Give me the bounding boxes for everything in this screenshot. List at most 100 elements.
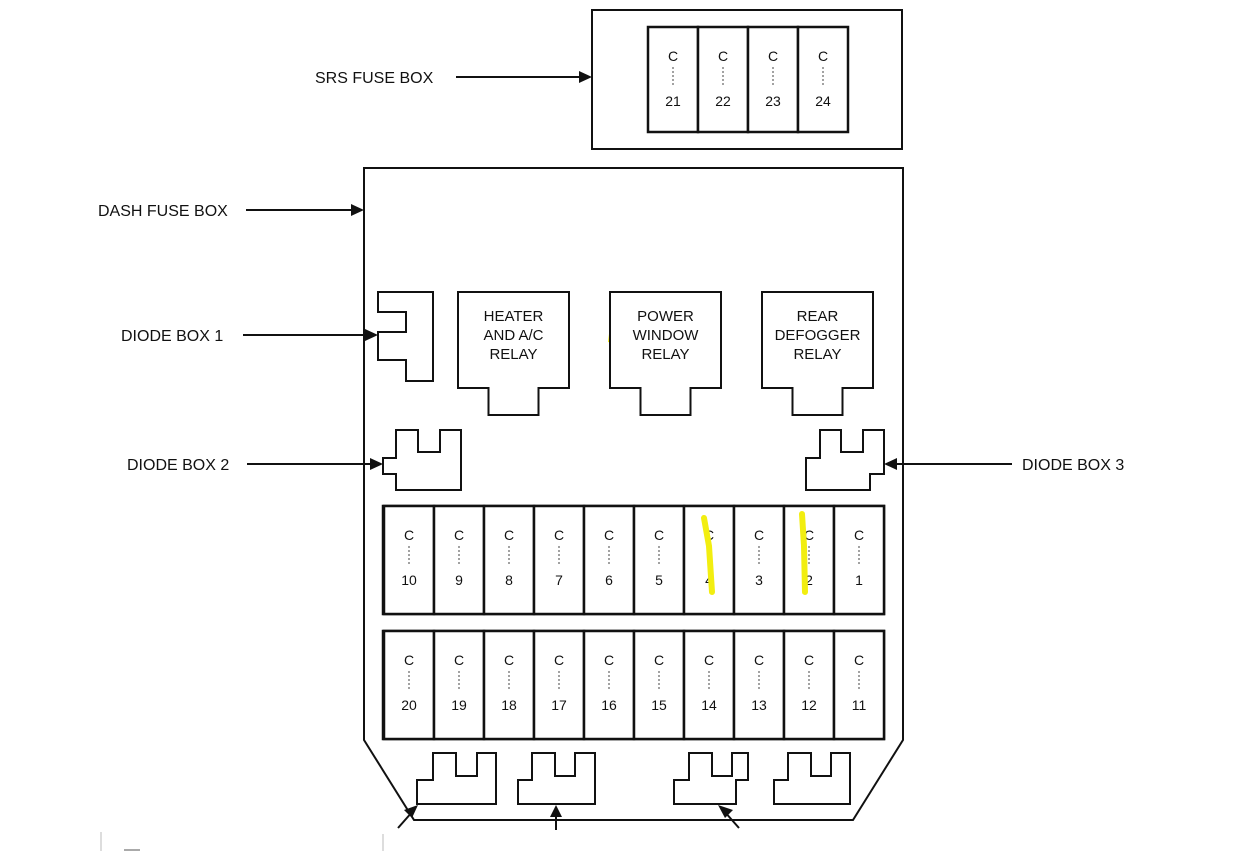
diode-box-2 [382, 429, 462, 491]
fuse-c11[interactable]: C 11 [832, 629, 886, 741]
diode-box-3-label: DIODE BOX 3 [1022, 457, 1124, 474]
fuse-number-label: 8 [505, 572, 513, 588]
bottom-connector-2 [517, 752, 596, 805]
dash-fuse-box-label: DASH FUSE BOX [98, 203, 228, 220]
srs-fuse-box-arrowhead [579, 71, 592, 83]
fuse-c23[interactable]: C 23 [746, 25, 800, 134]
relay-heater-label-line: AND A/C [483, 327, 543, 344]
bottom-leader-arrowhead-right [718, 805, 733, 818]
fuse-prefix-label: C [654, 652, 664, 668]
fuse-number-label: 6 [605, 572, 613, 588]
bottom-connector-4 [773, 752, 851, 805]
fuse-prefix-label: C [504, 652, 514, 668]
fuse-prefix-label: C [454, 527, 464, 543]
fuse-c1[interactable]: C1 [832, 504, 886, 616]
fuse-prefix-label: C [704, 652, 714, 668]
fuse-prefix-label: C [854, 652, 864, 668]
fuse-prefix-label: C [554, 527, 564, 543]
diode-box-3-arrowhead [884, 458, 897, 470]
fuse-c8[interactable]: C8 [482, 504, 536, 616]
fuse-c13[interactable]: C 13 [732, 629, 786, 741]
fuse-c20[interactable]: C 20 [382, 629, 436, 741]
fuse-c24[interactable]: C 24 [796, 25, 850, 134]
relay-power-window-label-line: RELAY [641, 346, 689, 363]
bottom-connector-3 [673, 752, 749, 805]
fuse-number-label: 22 [715, 93, 731, 109]
fuse-number-label: 7 [555, 572, 563, 588]
relay-heater [457, 291, 570, 416]
bottom-leader-arrowhead-middle [550, 805, 562, 817]
fuse-c2[interactable]: C2 [782, 504, 836, 616]
fuse-c5[interactable]: C5 [632, 504, 686, 616]
fuse-prefix-label: C [754, 652, 764, 668]
fuse-c12[interactable]: C12 [782, 629, 836, 741]
fuse-prefix-label: C [404, 652, 414, 668]
fuse-c18[interactable]: C 18 [482, 629, 536, 741]
fuse-number-label: 20 [401, 697, 417, 713]
fuse-4-highlight-mark [701, 515, 715, 595]
fuse-2-highlight-mark [799, 511, 808, 595]
bottom-leader-arrowhead-left [404, 805, 418, 818]
fuse-prefix-label: C [804, 527, 814, 543]
relay-power-window-label-line: POWER [637, 308, 694, 325]
fuse-number-label: 15 [651, 697, 667, 713]
relay-rear-defogger [761, 291, 874, 416]
fuse-number-label: 2 [805, 572, 813, 588]
fuse-number-label: 13 [751, 697, 767, 713]
fuse-number-label: 14 [701, 697, 717, 713]
fuse-c16[interactable]: C 16 [582, 629, 636, 741]
relay-power-window-label-line: WINDOW [633, 327, 700, 344]
fuse-c10[interactable]: C 10 [382, 504, 436, 616]
fuse-c3[interactable]: C3 [732, 504, 786, 616]
dash-fuse-box-arrowhead [351, 204, 364, 216]
fuse-number-label: 1 [855, 572, 863, 588]
fuse-prefix-label: C [768, 48, 778, 64]
fuse-number-label: 11 [852, 697, 867, 713]
relay-rear-defogger-label-line: REAR [797, 308, 839, 325]
fuse-number-label: 9 [455, 572, 463, 588]
srs-fuse-box-label: SRS FUSE BOX [315, 70, 434, 87]
fuse-c6[interactable]: C6 [582, 504, 636, 616]
diode-box-3 [805, 429, 885, 491]
fuse-prefix-label: C [604, 527, 614, 543]
diode-box-1-label: DIODE BOX 1 [121, 328, 223, 345]
fuse-number-label: 10 [401, 572, 417, 588]
fuse-prefix-label: C [718, 48, 728, 64]
fuse-c15[interactable]: C 15 [632, 629, 686, 741]
fuse-number-label: 18 [501, 697, 517, 713]
fuse-prefix-label: C [554, 652, 564, 668]
diode-box-1 [377, 291, 434, 382]
fuse-number-label: 24 [815, 93, 831, 109]
relay-power-window [609, 291, 722, 416]
fuse-prefix-label: C [654, 527, 664, 543]
fuse-prefix-label: C [454, 652, 464, 668]
fuse-prefix-label: C [818, 48, 828, 64]
fuse-c9[interactable]: C9 [432, 504, 486, 616]
fuse-c7[interactable]: C7 [532, 504, 586, 616]
fuse-number-label: 21 [665, 93, 681, 109]
fuse-number-label: 5 [655, 572, 663, 588]
fuse-prefix-label: C [604, 652, 614, 668]
relay-heater-label-line: HEATER [484, 308, 544, 325]
diode-box-1-arrowhead [365, 329, 378, 341]
fuse-c17[interactable]: C 17 [532, 629, 586, 741]
fuse-number-label: 23 [765, 93, 781, 109]
fuse-c22[interactable]: C 22 [696, 25, 750, 134]
fuse-number-label: 17 [551, 697, 567, 713]
fuse-prefix-label: C [404, 527, 414, 543]
fuse-c14[interactable]: C 14 [682, 629, 736, 741]
fuse-number-label: 19 [451, 697, 467, 713]
fuse-prefix-label: C [504, 527, 514, 543]
srs-fuse-row: C21 C 22 C 23 C 24 [646, 25, 850, 134]
fuse-c19[interactable]: C 19 [432, 629, 486, 741]
relay-rear-defogger-label-line: RELAY [793, 346, 841, 363]
fuse-prefix-label: C [854, 527, 864, 543]
fuse-c21[interactable]: C21 [646, 25, 700, 134]
fuse-prefix-label: C [754, 527, 764, 543]
fuse-number-label: 16 [601, 697, 617, 713]
fuse-prefix-label: C [804, 652, 814, 668]
